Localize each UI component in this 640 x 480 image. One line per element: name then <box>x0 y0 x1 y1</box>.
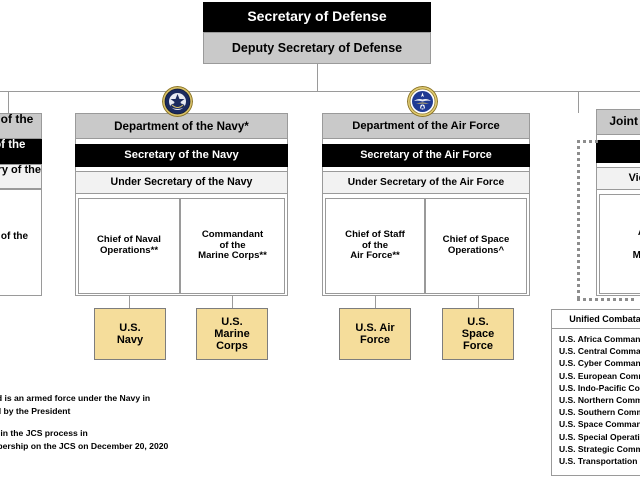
commandant-marine-corps-line1: Commandant <box>201 228 264 240</box>
chief-of-space-operations-box[interactable]: Chief of Space Operations^ <box>425 198 527 294</box>
footnote-spacer <box>0 418 328 427</box>
connector-cso-to-us-space-force <box>478 296 479 308</box>
joint-chiefs-of-staff-header[interactable]: Joint Chiefs of Staff <box>596 109 640 135</box>
footnotes: * The U.S. Coast Guard is an armed force… <box>0 392 328 453</box>
connector-main-bus <box>0 91 640 92</box>
secretary-of-the-navy-box[interactable]: Secretary of the Navy <box>75 144 288 167</box>
connector-bus-to-army <box>8 91 9 113</box>
footnote-line-1: * The U.S. Coast Guard is an armed force… <box>0 393 151 403</box>
list-item[interactable]: U.S. Central Command <box>559 346 640 357</box>
joint-chiefs-members-line3: Marine Corps, <box>632 249 640 261</box>
under-secretary-of-the-air-force-box[interactable]: Under Secretary of the Air Force <box>322 171 530 194</box>
commandant-marine-corps-line3: Marine Corps** <box>198 250 267 262</box>
list-item[interactable]: U.S. Space Command <box>559 419 640 430</box>
chief-of-space-operations-line2: Operations^ <box>447 245 505 256</box>
department-of-the-navy-header[interactable]: Department of the Navy* <box>75 113 288 139</box>
connector-cno-to-us-navy <box>129 296 130 308</box>
us-air-force-line2: Force <box>360 334 390 346</box>
list-item[interactable]: U.S. Northern Command <box>559 395 640 406</box>
under-secretary-of-the-air-force-label: Under Secretary of the Air Force <box>347 176 505 188</box>
joint-chiefs-members-box[interactable]: Army, Navy, Air Force, Marine Corps, <box>599 194 640 294</box>
us-marine-corps-box[interactable]: U.S. Marine Corps <box>196 308 268 360</box>
commandant-marine-corps-line2: of the <box>219 239 246 251</box>
unified-combatant-commands-header[interactable]: Unified Combatant Commands <box>551 309 640 329</box>
us-space-force-line1: U.S. <box>467 315 489 328</box>
department-of-the-army-header[interactable]: Department of the Army <box>0 111 42 139</box>
chief-of-naval-operations-line1: Chief of Naval <box>97 234 161 246</box>
chairman-box[interactable]: Chairman <box>596 140 640 163</box>
joint-chiefs-of-staff-label: Joint Chiefs of Staff <box>609 114 640 129</box>
chief-of-staff-air-force-line2: of the <box>361 239 389 251</box>
air-force-seal-graphic <box>407 86 438 117</box>
vice-chairman-label: Vice Chairman <box>628 172 640 185</box>
secretary-of-the-army-label: Secretary of the Army <box>0 138 26 151</box>
connector-csaf-to-us-air-force <box>375 296 376 308</box>
list-item[interactable]: U.S. Indo-Pacific Command <box>559 382 640 393</box>
us-air-force-box[interactable]: U.S. Air Force <box>339 308 411 360</box>
chief-of-staff-air-force-line1: Chief of Staff <box>345 228 405 240</box>
advisory-dashed-line-top <box>577 140 599 143</box>
air-force-seal <box>407 86 438 117</box>
list-item[interactable]: U.S. Cyber Command <box>559 358 640 369</box>
secretary-of-the-army-box[interactable]: Secretary of the Army <box>0 139 42 164</box>
footnote-line-2: time of war as directed by the President <box>0 406 71 416</box>
connector-cmc-to-us-marine-corps <box>232 296 233 308</box>
list-item[interactable]: U.S. European Command <box>559 370 640 381</box>
connector-secdef-to-bus <box>317 64 318 91</box>
list-item[interactable]: U.S. Transportation Command <box>559 456 640 467</box>
chief-of-naval-operations-box[interactable]: Chief of Naval Operations** <box>78 198 180 294</box>
us-navy-line2: Navy <box>116 334 144 346</box>
list-item[interactable]: U.S. Africa Command <box>559 334 640 344</box>
under-secretary-of-the-navy-box[interactable]: Under Secretary of the Navy <box>75 171 288 194</box>
department-of-the-air-force-label: Department of the Air Force <box>352 119 500 132</box>
navy-seal <box>162 86 193 117</box>
chief-of-space-operations-line1: Chief of Space <box>442 234 510 246</box>
department-of-the-army-label: Department of the Army <box>0 111 34 126</box>
us-space-force-box[interactable]: U.S. Space Force <box>442 308 514 360</box>
footnote-line-4: 2019 and gained membership on the JCS on… <box>0 441 169 451</box>
navy-seal-graphic <box>162 86 193 117</box>
us-navy-box[interactable]: U.S. Navy <box>94 308 166 360</box>
joint-chiefs-members-line1: Army, Navy, <box>638 227 640 238</box>
department-of-the-navy-label: Department of the Navy* <box>114 119 249 133</box>
commandant-of-the-marine-corps-box[interactable]: Commandant of the Marine Corps** <box>180 198 285 294</box>
footnote-line-3: ^ Began to participate in the JCS proces… <box>0 428 88 438</box>
secretary-of-the-air-force-label: Secretary of the Air Force <box>360 149 492 162</box>
vice-chairman-box[interactable]: Vice Chairman <box>596 167 640 190</box>
advisory-dashed-line-bottom <box>577 298 637 301</box>
list-item[interactable]: U.S. Special Operations Command <box>559 431 640 442</box>
us-air-force-line1: U.S. Air <box>355 321 395 334</box>
under-secretary-of-the-navy-label: Under Secretary of the Navy <box>110 175 253 188</box>
advisory-dashed-line-vertical <box>577 140 580 300</box>
connector-bus-to-joint-chiefs <box>578 91 579 113</box>
us-space-force-line3: Force <box>463 340 493 353</box>
chief-of-staff-air-force-line3: Air Force** <box>350 250 400 262</box>
list-item[interactable]: U.S. Southern Command <box>559 407 640 418</box>
us-marine-corps-line3: Corps <box>216 340 248 353</box>
secretary-of-defense-label: Secretary of Defense <box>247 8 387 25</box>
chief-of-staff-of-the-army-label: Chief of Staff of the Army** <box>0 231 29 243</box>
secretary-of-the-air-force-box[interactable]: Secretary of the Air Force <box>322 144 530 167</box>
unified-combatant-commands-list: U.S. Africa Command U.S. Central Command… <box>551 333 640 467</box>
chief-of-staff-of-the-army-box[interactable]: Chief of Staff of the Army** <box>0 189 42 296</box>
chief-of-staff-of-the-air-force-box[interactable]: Chief of Staff of the Air Force** <box>325 198 425 294</box>
unified-combatant-commands-frame <box>551 326 640 476</box>
unified-combatant-commands-header-label: Unified Combatant Commands <box>569 314 640 324</box>
secretary-of-defense-box[interactable]: Secretary of Defense <box>203 2 431 32</box>
us-marine-corps-line1: U.S. <box>221 315 243 328</box>
deputy-secretary-of-defense-box[interactable]: Deputy Secretary of Defense <box>203 32 431 64</box>
list-item[interactable]: U.S. Strategic Command <box>559 443 640 454</box>
us-space-force-line2: Space <box>461 327 495 340</box>
department-of-the-air-force-header[interactable]: Department of the Air Force <box>322 113 530 139</box>
secretary-of-the-navy-label: Secretary of the Navy <box>124 149 239 162</box>
chief-of-naval-operations-line2: Operations** <box>99 245 159 256</box>
deputy-secretary-of-defense-label: Deputy Secretary of Defense <box>231 41 403 55</box>
us-marine-corps-line2: Marine <box>214 327 250 340</box>
under-secretary-of-the-army-box[interactable]: Under Secretary of the Army <box>0 164 42 189</box>
under-secretary-of-the-army-label: Under Secretary of the Army <box>0 164 41 177</box>
us-navy-line1: U.S. <box>119 321 141 334</box>
